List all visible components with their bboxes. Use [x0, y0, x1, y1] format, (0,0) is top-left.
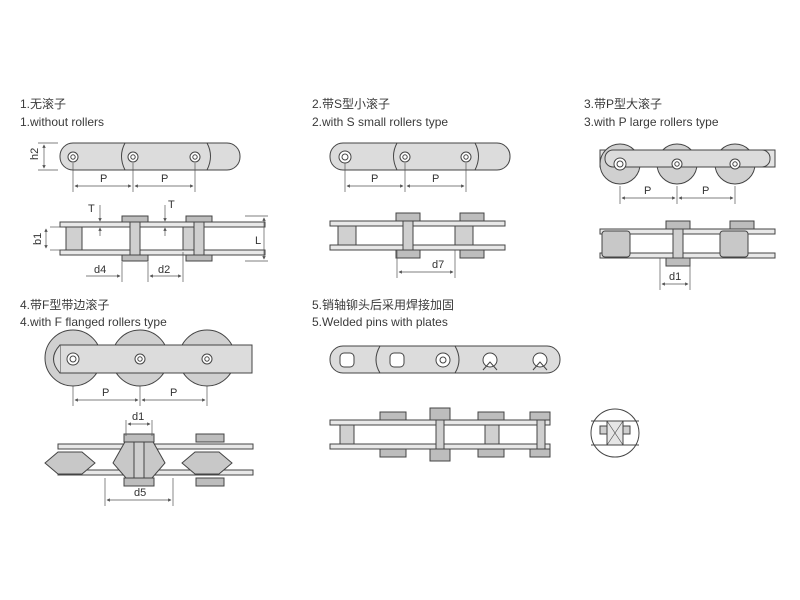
section-1-title-cn: 1.无滚子: [20, 97, 67, 111]
dim-p-label: P: [170, 387, 177, 399]
section-5-title-en: 5.Welded pins with plates: [312, 315, 448, 329]
dim-p-label: P: [100, 173, 107, 185]
section-3-side-dims: [619, 186, 736, 204]
section-3-title-en: 3.with P large rollers type: [584, 115, 719, 129]
dim-h2-label: h2: [29, 148, 41, 160]
dim-d4-label: d4: [94, 264, 106, 276]
weld-detail-view: [590, 408, 640, 458]
dim-l-label: L: [255, 235, 261, 247]
section-1-side-view: [59, 142, 241, 171]
dim-p-label: P: [702, 185, 709, 197]
dim-d1-label: d1: [669, 271, 681, 283]
dim-d7-label: d7: [432, 259, 444, 271]
section-4-side-dims: [72, 386, 208, 406]
dim-d2-label: d2: [158, 264, 170, 276]
dim-b1-label: b1: [32, 233, 44, 245]
section-1-side-dims: [38, 142, 196, 192]
section-5-side-view: [329, 345, 561, 374]
section-1-title-en: 1.without rollers: [20, 115, 105, 129]
section-3-top-view: [599, 220, 776, 267]
section-2-top-dims: [396, 250, 456, 278]
dim-p-label: P: [102, 387, 109, 399]
section-1-top-dims: [44, 205, 268, 282]
dim-p-label: P: [432, 173, 439, 185]
section-2-title-en: 2.with S small rollers type: [312, 115, 449, 129]
section-4-title-cn: 4.带F型带边滚子: [20, 298, 110, 312]
section-1-top-view: [59, 215, 266, 262]
dim-p-label: P: [371, 173, 378, 185]
dim-p-label: P: [644, 185, 651, 197]
section-4-top-view: [44, 433, 254, 487]
dim-p-label: P: [161, 173, 168, 185]
dim-d1-label: d1: [132, 411, 144, 423]
section-4-title-en: 4.with F flanged rollers type: [20, 315, 167, 329]
section-3-top-dims: [659, 258, 691, 290]
section-4-top-dims: [104, 420, 174, 506]
section-3-title-cn: 3.带P型大滚子: [584, 97, 663, 111]
section-4-side-view: [44, 329, 253, 387]
section-3-side-view: [599, 143, 776, 185]
section-2-top-view: [329, 212, 506, 259]
dim-d5-label: d5: [134, 487, 146, 499]
section-2-side-dims: [344, 163, 467, 192]
section-2-title-cn: 2.带S型小滚子: [312, 97, 391, 111]
section-2-side-view: [329, 142, 511, 171]
dim-t-label: T: [168, 199, 175, 211]
dim-t-label: T: [88, 203, 95, 215]
section-5-title-cn: 5.销轴铆头后采用焊接加固: [312, 298, 455, 312]
section-5-top-view: [329, 407, 551, 462]
